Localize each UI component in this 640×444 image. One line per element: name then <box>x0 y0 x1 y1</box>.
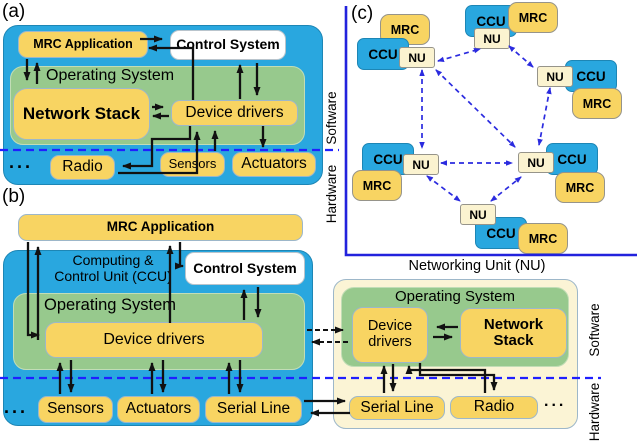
panel-b-software-label: Software <box>586 303 602 357</box>
panel-c-axis-label: Networking Unit (NU) <box>408 258 546 274</box>
node-tl-nu-chip: NU <box>399 47 435 68</box>
panel-a-sensors-box: Sensors <box>160 152 225 177</box>
panel-b-os-label: Operating System <box>44 296 177 314</box>
panel-a-control-system-box: Control System <box>170 30 286 60</box>
panel-b-ccu-title-line1: Computing & <box>72 252 154 268</box>
panel-b-ccu-title-line2: Control Unit (CCU) <box>54 268 172 285</box>
node-b-nu-chip: NU <box>460 204 496 225</box>
panel-b-actuators-box: Actuators <box>117 396 200 423</box>
panel-nu-radio-box: Radio <box>450 396 538 419</box>
node-mr-mrc-chip: MRC <box>555 172 605 203</box>
panel-b-sensors-box: Sensors <box>38 396 113 423</box>
panel-a-device-drivers-box: Device drivers <box>171 100 298 126</box>
panel-b-control-system-box: Control System <box>185 252 305 285</box>
panel-a-os-label: Operating System <box>46 67 175 84</box>
panel-a-actuators-box: Actuators <box>232 152 316 177</box>
node-ml-mrc-chip: MRC <box>352 170 402 201</box>
panel-a-radio-box: Radio <box>50 155 115 180</box>
node-tc-mrc-chip: MRC <box>508 2 558 33</box>
panel-b-mrc-application-box: MRC Application <box>18 214 303 241</box>
panel-a-network-stack-box: Network Stack <box>13 88 150 140</box>
panel-a-label: (a) <box>2 1 26 22</box>
node-tc-nu-chip: NU <box>474 28 510 49</box>
panel-b-ccu-title: Computing & Control Unit (CCU) <box>28 252 198 284</box>
panel-nu-serial-line-box: Serial Line <box>349 396 445 420</box>
panel-b-label: (b) <box>2 186 26 207</box>
panel-nu-network-stack-box: Network Stack <box>460 308 567 358</box>
panel-a-ellipsis: ... <box>9 152 34 172</box>
node-r-mrc-chip: MRC <box>572 88 622 119</box>
panel-nu-ellipsis: ... <box>544 393 567 410</box>
panel-a-mrc-application-box: MRC Application <box>18 31 148 58</box>
node-mr-nu-chip: NU <box>518 152 554 173</box>
panel-b-ellipsis: ... <box>4 397 29 417</box>
panel-b-hardware-label: Hardware <box>586 382 602 442</box>
node-r-nu-chip: NU <box>537 66 573 87</box>
node-b-mrc-chip: MRC <box>518 223 568 254</box>
node-ml-nu-chip: NU <box>403 154 439 175</box>
panel-nu-device-drivers-box: Device drivers <box>352 307 428 363</box>
panel-c-network-edges <box>419 45 552 202</box>
panel-a-hardware-label: Hardware <box>323 164 339 224</box>
panel-b-device-drivers-box: Device drivers <box>45 322 263 358</box>
panel-nu-os-label: Operating System <box>394 288 516 305</box>
panel-c-label: (c) <box>351 3 374 24</box>
panel-b-serial-line-box: Serial Line <box>205 396 302 423</box>
